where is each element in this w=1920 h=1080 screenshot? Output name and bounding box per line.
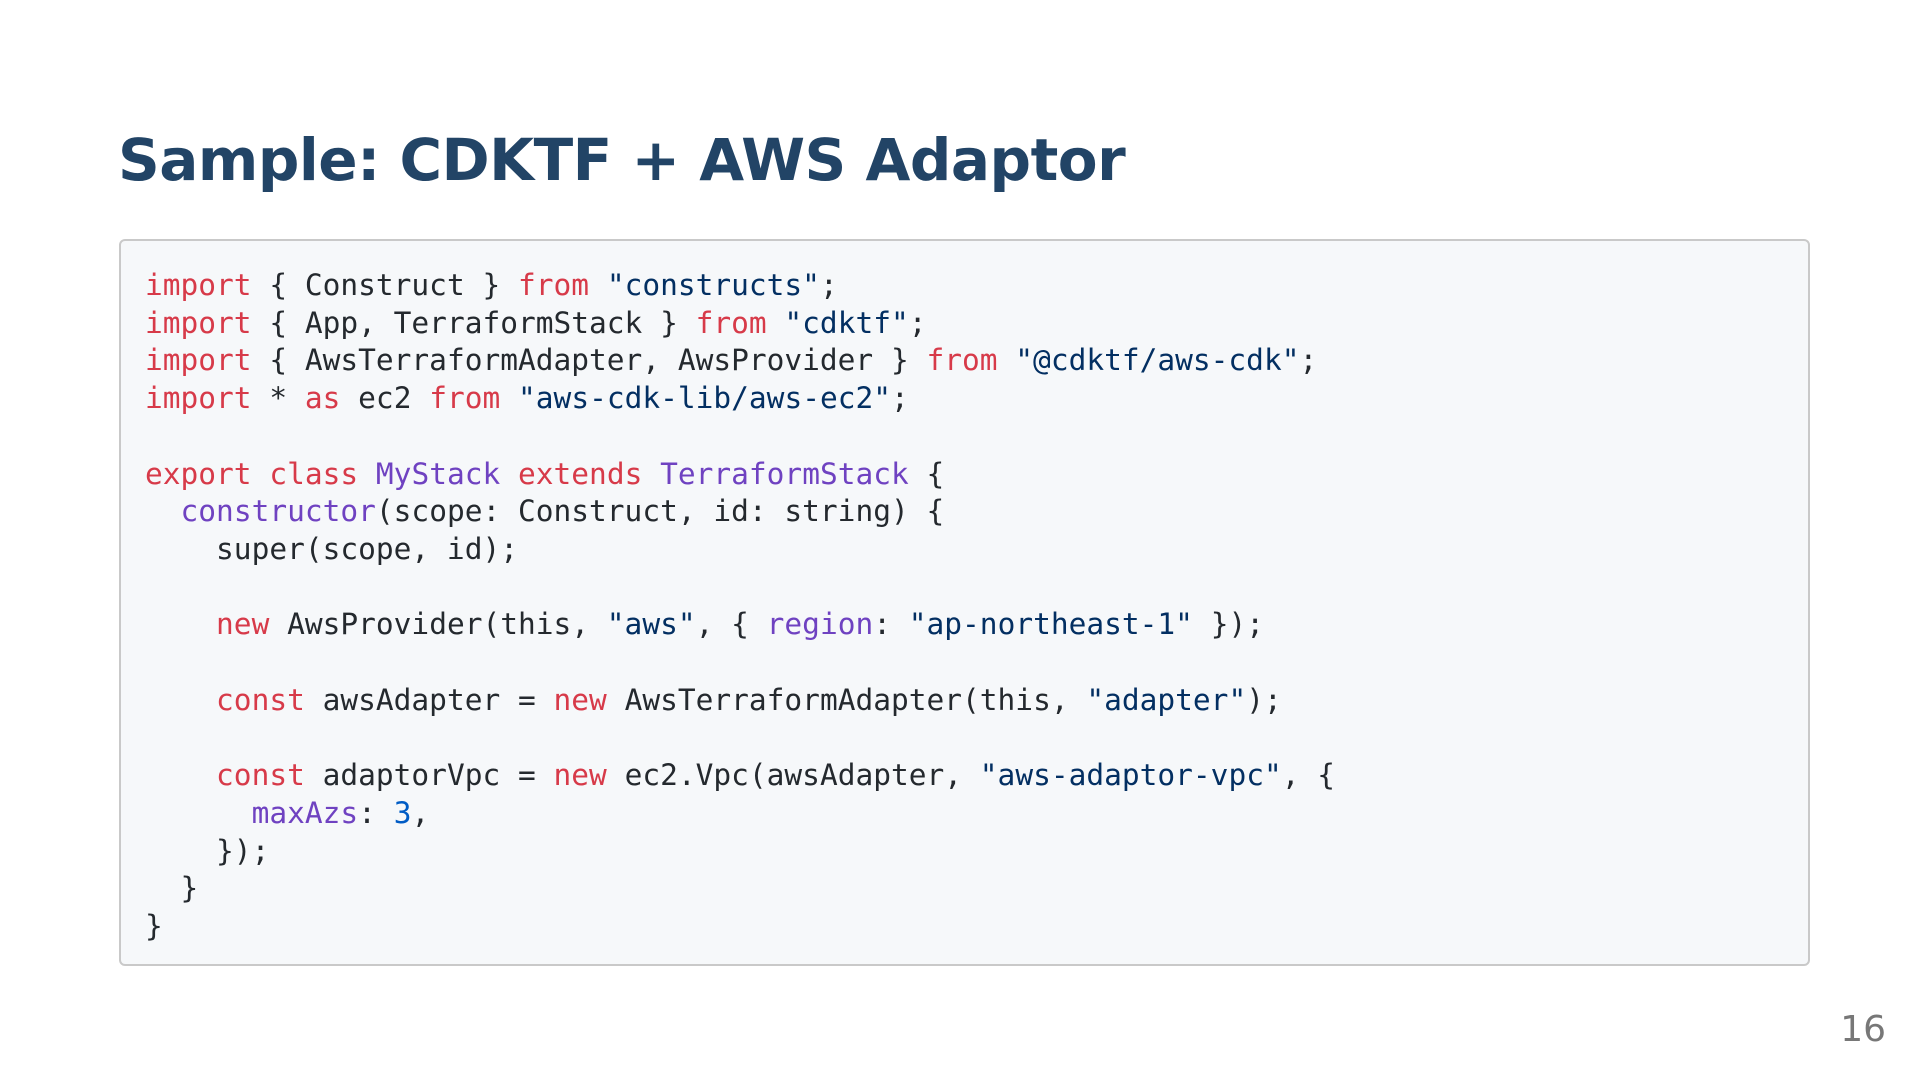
code-string: "aws-cdk-lib/aws-ec2" — [518, 381, 892, 416]
code-block: import { Construct } from "constructs";i… — [119, 239, 1810, 966]
code-string: "aws" — [606, 607, 696, 642]
code-keyword: as — [304, 381, 341, 416]
code-text — [145, 494, 181, 528]
code-string: "aws-adaptor-vpc" — [979, 758, 1282, 793]
code-line: export class MyStack extends TerraformSt… — [145, 456, 1808, 494]
code-text — [145, 683, 216, 717]
code-text: ); — [1246, 682, 1282, 717]
code-keyword: new — [553, 758, 607, 793]
code-text: { — [908, 456, 945, 491]
code-identifier: constructor — [180, 494, 376, 529]
code-line: ​ — [145, 719, 1808, 757]
code-text — [998, 343, 1016, 377]
code-text: } — [145, 908, 163, 943]
code-keyword: import — [145, 343, 252, 378]
code-text: adaptorVpc = — [304, 758, 554, 793]
code-text — [500, 381, 518, 415]
code-text: ; — [819, 268, 838, 302]
code-keyword: const — [216, 682, 305, 717]
code-text — [145, 758, 216, 792]
code-keyword: import — [145, 305, 252, 340]
code-text: * — [251, 381, 305, 416]
code-line: const adaptorVpc = new ec2.Vpc(awsAdapte… — [145, 757, 1808, 795]
code-text — [145, 796, 252, 830]
code-keyword: from — [926, 343, 998, 378]
code-keyword: from — [429, 381, 501, 416]
code-number: 3 — [393, 795, 412, 830]
code-text — [767, 306, 785, 340]
code-line: ​ — [145, 569, 1808, 607]
code-text: ec2 — [340, 381, 430, 416]
code-line: import * as ec2 from "aws-cdk-lib/aws-ec… — [145, 380, 1808, 418]
code-line: ​ — [145, 418, 1808, 456]
code-text: awsAdapter = — [304, 682, 554, 717]
code-text: , { — [1281, 758, 1336, 793]
code-text: { AwsTerraformAdapter, AwsProvider } — [251, 343, 927, 378]
code-keyword: import — [145, 268, 252, 302]
page-number: 16 — [1840, 1009, 1886, 1050]
code-keyword: extends — [518, 456, 643, 491]
code-keyword: new — [553, 682, 607, 717]
code-text — [500, 457, 518, 491]
code-text: ; — [908, 305, 927, 340]
code-text — [145, 607, 216, 641]
code-text: { Construct } — [251, 268, 518, 302]
code-text — [252, 457, 270, 491]
code-line: const awsAdapter = new AwsTerraformAdapt… — [145, 682, 1808, 720]
code-line: super(scope, id); — [145, 531, 1808, 569]
code-line: }); — [145, 833, 1808, 871]
code-string: "@cdktf/aws-cdk" — [1015, 343, 1300, 378]
code-identifier: region — [766, 607, 874, 642]
code-keyword: new — [216, 607, 270, 642]
slide-title: Sample: CDKTF + AWS Adaptor — [118, 126, 1126, 194]
code-keyword: class — [269, 456, 359, 491]
code-text: ; — [1299, 343, 1318, 378]
code-text: }); — [145, 833, 270, 868]
code-line: constructor(scope: Construct, id: string… — [145, 493, 1808, 531]
code-keyword: export — [145, 456, 252, 491]
code-line: import { Construct } from "constructs"; — [145, 267, 1808, 305]
code-line: new AwsProvider(this, "aws", { region: "… — [145, 606, 1808, 644]
code-text: } — [145, 871, 199, 906]
code-text — [589, 268, 607, 302]
code-text — [358, 457, 376, 491]
code-string: "adapter" — [1086, 682, 1247, 717]
code-keyword: from — [518, 268, 590, 302]
code-identifier: maxAzs — [251, 795, 359, 830]
code-keyword: from — [695, 305, 767, 340]
code-text: : — [873, 607, 909, 642]
code-text: AwsTerraformAdapter(this, — [606, 682, 1087, 717]
code-text: , — [411, 795, 430, 830]
code-text — [642, 457, 660, 491]
code-keyword: const — [216, 758, 305, 793]
code-string: "ap-northeast-1" — [908, 607, 1193, 642]
code-text: AwsProvider(this, — [269, 607, 607, 642]
code-identifier: MyStack — [375, 456, 501, 491]
code-text: }); — [1192, 607, 1264, 642]
code-text: super(scope, id); — [145, 531, 518, 566]
code-text: : — [358, 795, 394, 830]
code-text: ; — [891, 381, 909, 416]
code-line: import { AwsTerraformAdapter, AwsProvide… — [145, 342, 1808, 380]
code-text: , { — [695, 607, 767, 642]
code-string: "constructs" — [606, 268, 820, 302]
code-listing: import { Construct } from "constructs";i… — [145, 267, 1808, 946]
code-text: ec2.Vpc(awsAdapter, — [606, 758, 980, 793]
code-string: "cdktf" — [784, 305, 909, 340]
code-keyword: import — [145, 381, 252, 416]
code-line: } — [145, 908, 1808, 946]
code-line: import { App, TerraformStack } from "cdk… — [145, 305, 1808, 343]
code-identifier: TerraformStack — [660, 456, 909, 491]
code-line: maxAzs: 3, — [145, 795, 1808, 833]
code-text: (scope: Construct, id: string) { — [375, 494, 945, 529]
code-line: } — [145, 870, 1808, 908]
code-text: { App, TerraformStack } — [251, 305, 696, 340]
code-line: ​ — [145, 644, 1808, 682]
